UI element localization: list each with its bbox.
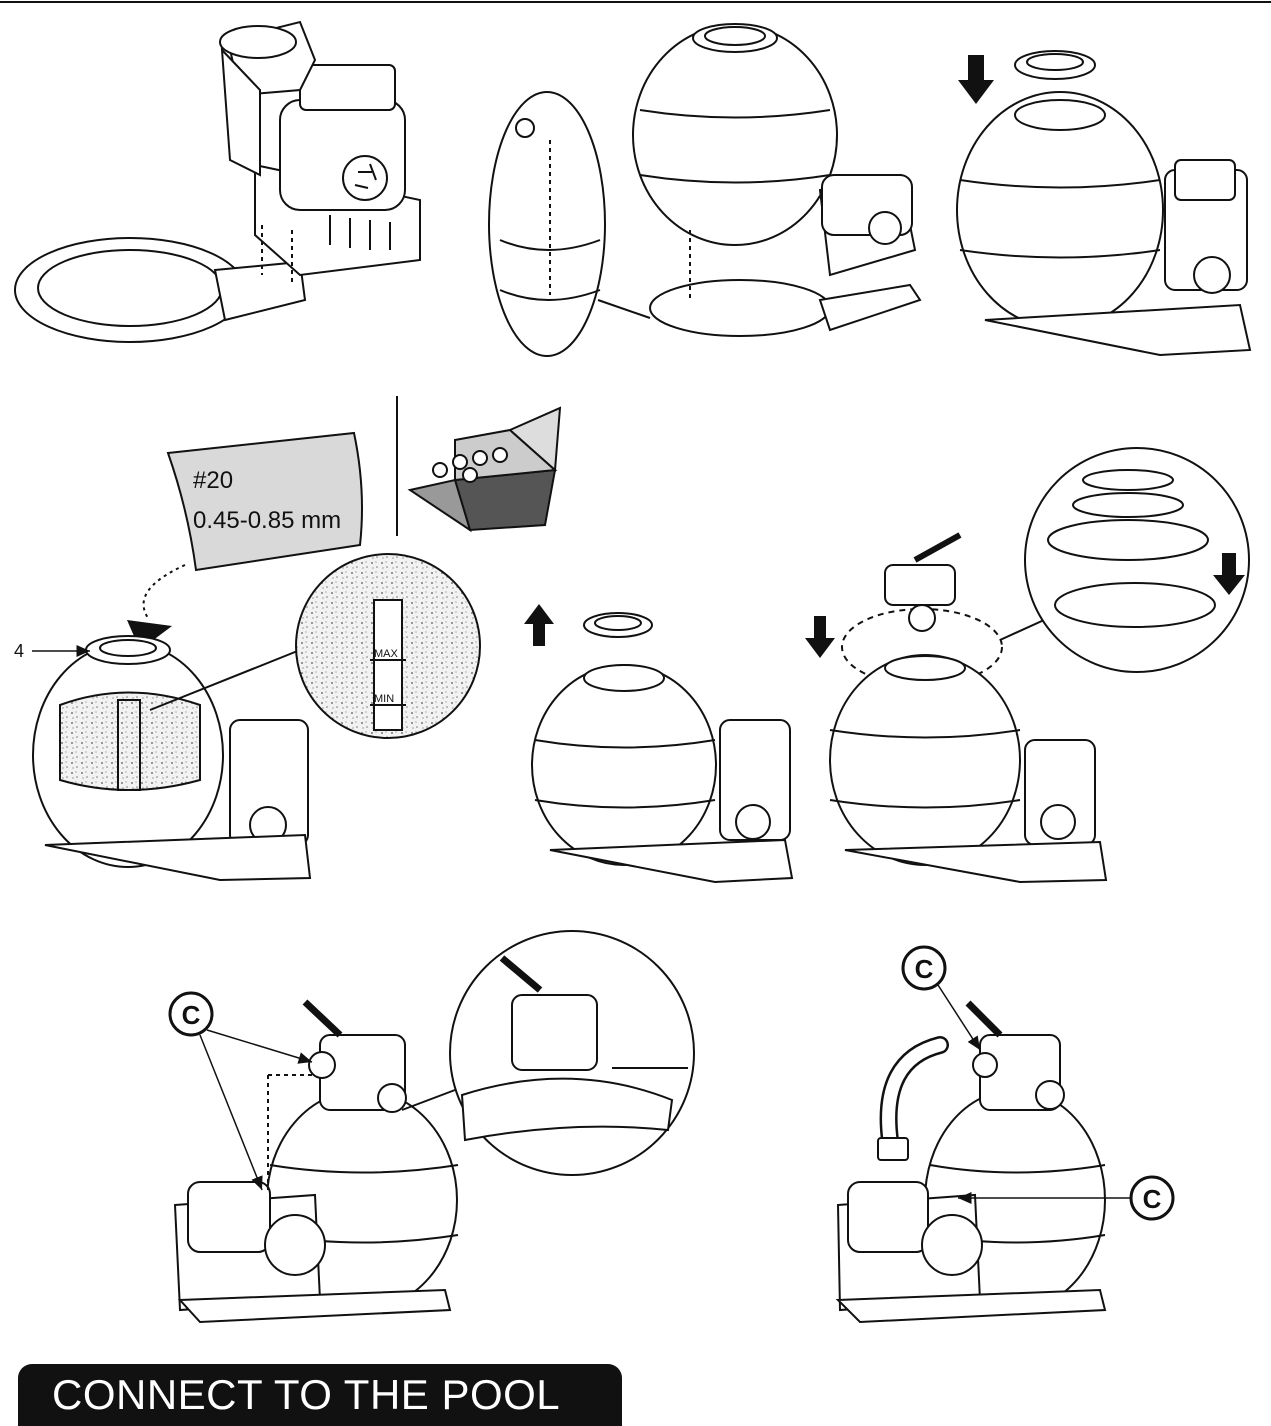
down-arrow-icon [805,616,835,658]
callout-c-left: C [168,991,313,1191]
connection-letter: C [182,1000,201,1030]
callout-c-right-bottom: C [958,1175,1175,1221]
step-connect-hose [835,1000,1107,1324]
sand-level-zoom: MAX MIN [295,553,481,739]
step-connect-valve-left [173,930,695,1324]
down-arrow-icon [958,55,994,104]
sand-size-label: 0.45-0.85 mm [193,507,341,534]
callout-part-4: 4 [14,641,90,661]
step-fill-sand [32,635,312,882]
step-base-pump [14,20,421,343]
callout-c-right-top: C [901,945,981,1051]
step-remove-lid [531,612,794,884]
fan-icon [342,155,388,201]
sand-bag: #20 0.45-0.85 mm [166,431,363,572]
step-place-tank [488,23,922,357]
filter-balls-box [407,406,562,533]
up-arrow-icon [524,604,554,646]
step-attach-valve [829,447,1250,884]
connection-letter: C [1143,1184,1162,1214]
min-level-label: MIN [374,693,394,705]
connection-letter: C [915,954,934,984]
sand-grade-label: #20 [193,467,233,494]
section-banner: CONNECT TO THE POOL [18,1364,622,1426]
part-number-label: 4 [14,641,24,661]
max-level-label: MAX [374,648,399,660]
pour-arrow [142,564,186,619]
step-insert-lid [956,50,1252,357]
down-arrow-icon [1213,553,1245,595]
